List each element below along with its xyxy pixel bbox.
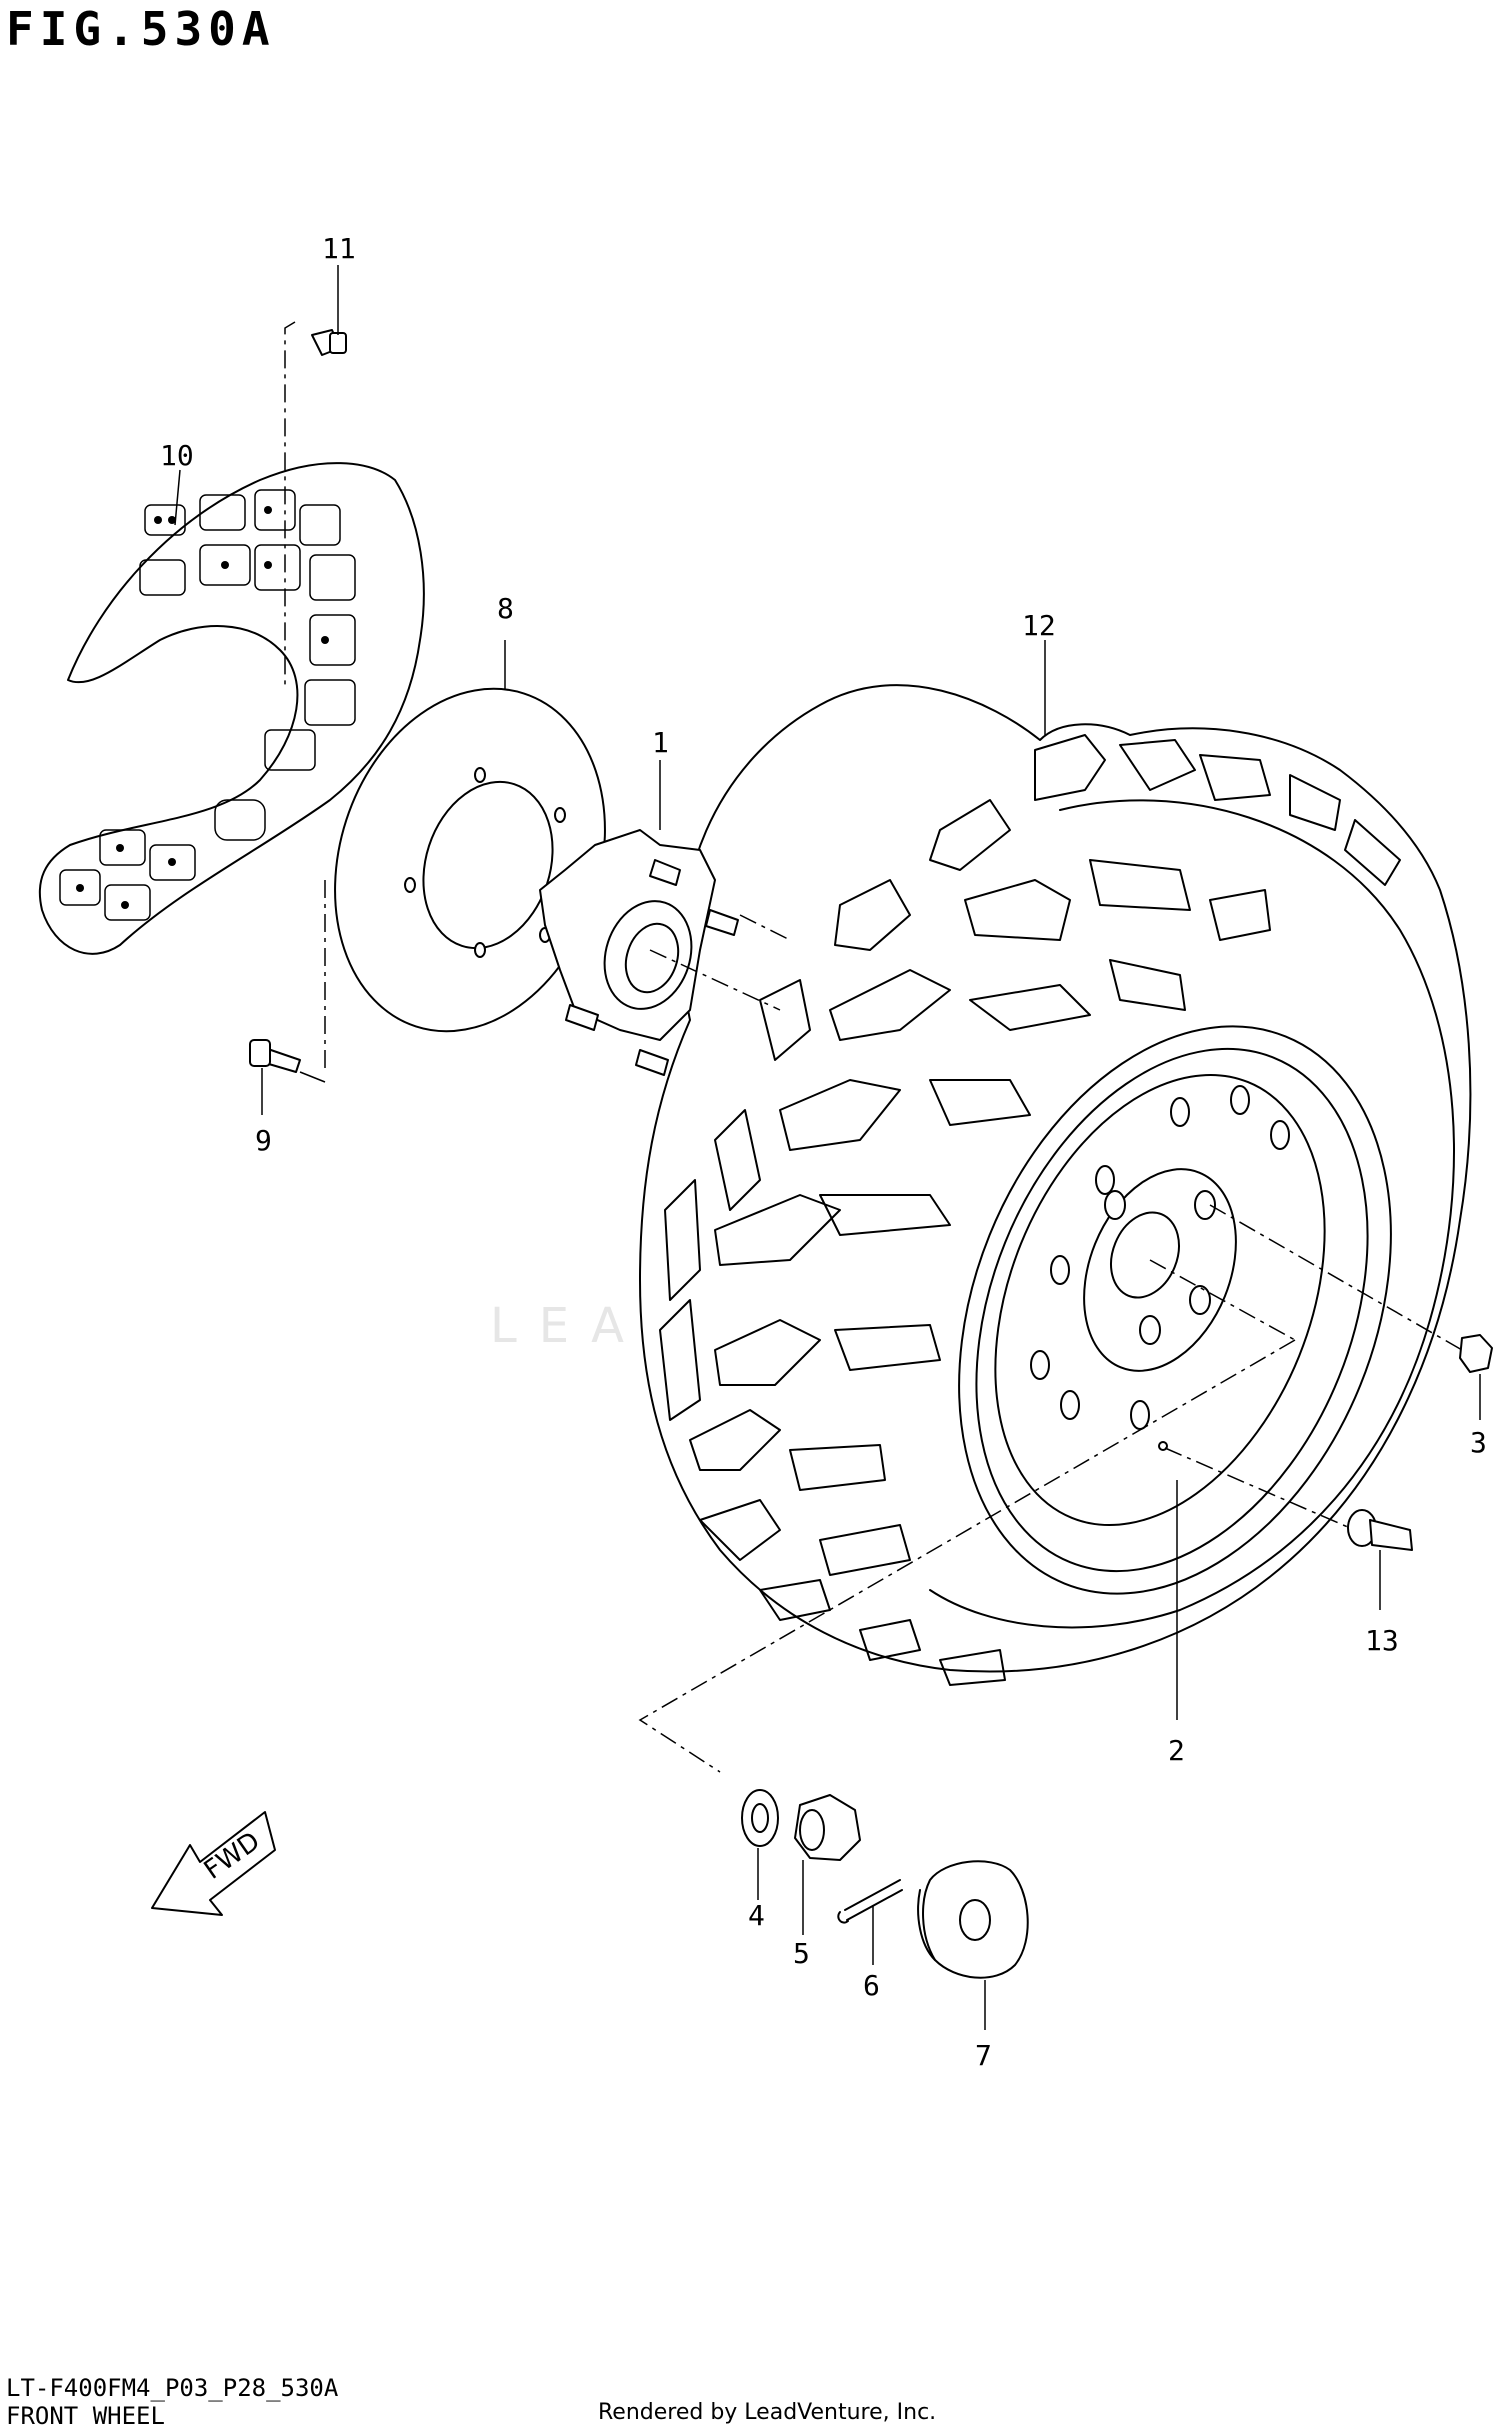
wheel [958, 1025, 1392, 1595]
brake-disc [334, 687, 606, 1033]
callout-13: 13 [1365, 1624, 1399, 1657]
callout-7: 7 [975, 2039, 992, 2072]
callout-10: 10 [160, 439, 194, 472]
hub [539, 829, 739, 1076]
fwd-arrow-icon: FWD [151, 1811, 276, 1916]
callout-5: 5 [793, 1937, 810, 1970]
callout-1: 1 [652, 726, 669, 759]
callout-4: 4 [748, 1899, 765, 1932]
guard-bolt [311, 329, 347, 356]
callout-2: 2 [1168, 1734, 1185, 1767]
hub-cap [917, 1860, 1029, 1979]
section-name: FRONT WHEEL [6, 2402, 165, 2430]
credit-text: Rendered by LeadVenture, Inc. [598, 2400, 937, 2425]
callout-9: 9 [255, 1124, 272, 1157]
disc-bolt [249, 1039, 301, 1073]
cotter-pin [837, 1879, 903, 1924]
valve [1347, 1509, 1413, 1551]
disc-guard [38, 462, 425, 955]
callout-3: 3 [1470, 1426, 1487, 1459]
callout-8: 8 [497, 592, 514, 625]
callout-11: 11 [322, 232, 356, 265]
callouts: 11 10 8 1 12 9 3 13 2 4 5 6 7 [160, 232, 1487, 2072]
castle-nut [794, 1794, 861, 1861]
figure-title: FIG.530A [6, 2, 276, 56]
callout-6: 6 [863, 1969, 880, 2002]
leader-lines [174, 265, 1481, 2030]
washer [741, 1789, 779, 1847]
nut [1459, 1334, 1493, 1373]
callout-12: 12 [1022, 609, 1056, 642]
model-code: LT-F400FM4_P03_P28_530A [6, 2374, 339, 2402]
